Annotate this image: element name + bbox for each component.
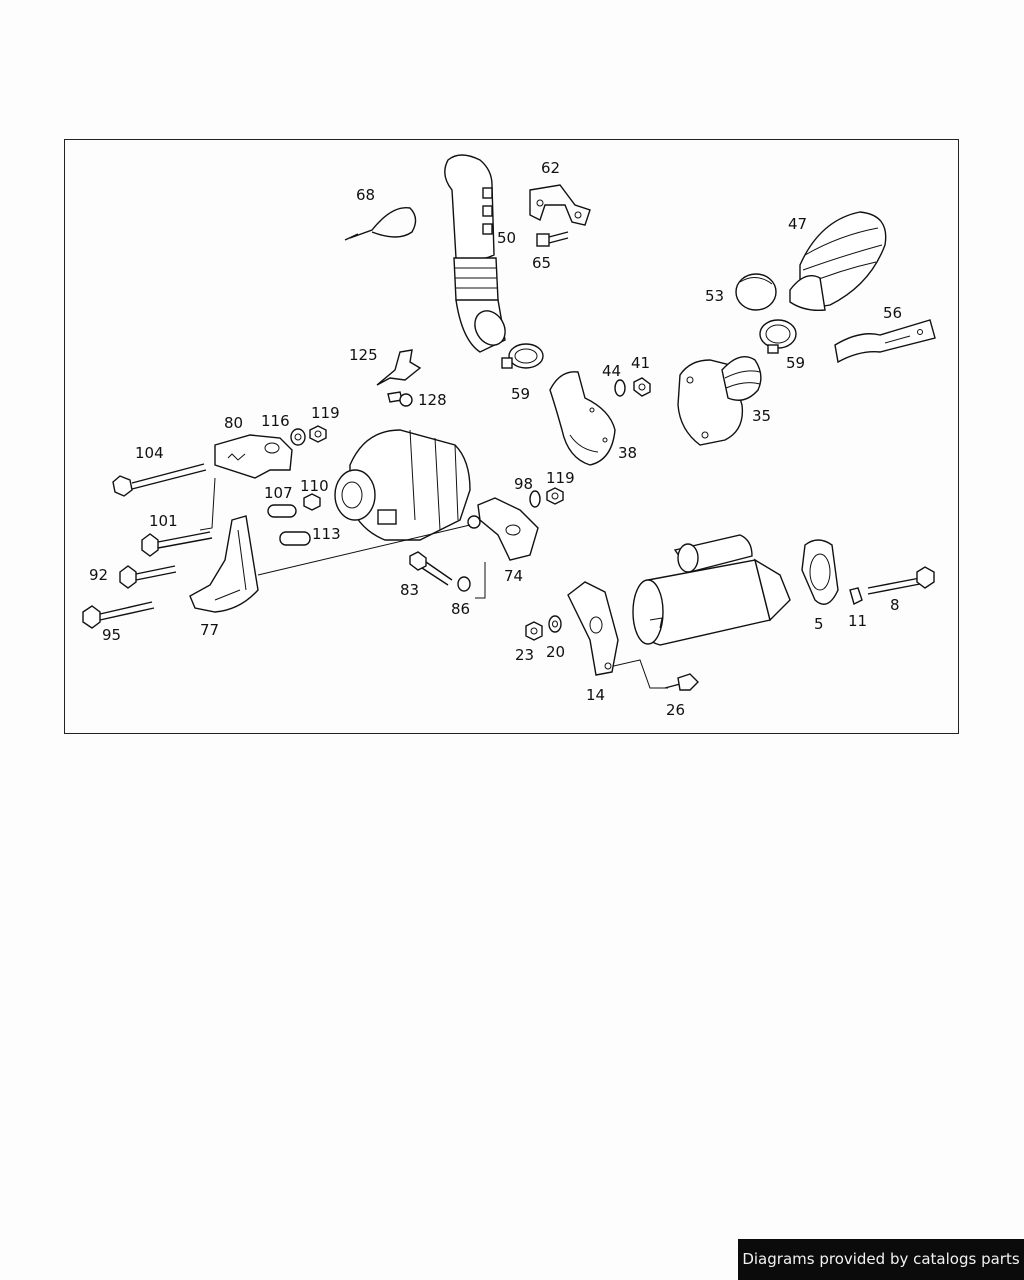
part-98-washer[interactable]: [529, 490, 541, 508]
part-74-mount[interactable]: [467, 497, 539, 561]
label-26: 26: [666, 701, 685, 719]
label-41: 41: [631, 354, 650, 372]
parts-diagram-frame: [64, 139, 959, 734]
part-8-bolt[interactable]: [867, 566, 935, 595]
part-56-strap[interactable]: [834, 319, 936, 364]
label-11: 11: [848, 612, 867, 630]
label-62: 62: [541, 159, 560, 177]
label-116: 116: [261, 412, 290, 430]
part-41-nut[interactable]: [633, 377, 651, 397]
part-86-washer[interactable]: [457, 576, 471, 592]
label-125: 125: [349, 346, 378, 364]
part-77-bracket[interactable]: [189, 515, 259, 613]
label-119-lower: 119: [546, 469, 575, 487]
part-26-screw[interactable]: [664, 673, 699, 691]
leader-lines: [199, 477, 668, 689]
part-35-housing[interactable]: [677, 356, 762, 446]
label-14: 14: [586, 686, 605, 704]
part-50-air-duct[interactable]: [444, 154, 511, 353]
label-35: 35: [752, 407, 771, 425]
label-83: 83: [400, 581, 419, 599]
part-65-bolt[interactable]: [536, 231, 569, 247]
part-38-cover[interactable]: [549, 371, 616, 466]
label-77: 77: [200, 621, 219, 639]
label-8: 8: [890, 596, 900, 614]
label-44: 44: [602, 362, 621, 380]
part-47-bellows[interactable]: [789, 211, 887, 312]
part-83-bolt[interactable]: [409, 551, 453, 586]
label-119-upper: 119: [311, 404, 340, 422]
part-14-plate[interactable]: [567, 581, 619, 676]
label-53: 53: [705, 287, 724, 305]
label-98: 98: [514, 475, 533, 493]
alternator[interactable]: [334, 429, 471, 541]
part-59-clamp-upper[interactable]: [759, 319, 797, 354]
label-74: 74: [504, 567, 523, 585]
part-53-cap[interactable]: [735, 273, 777, 311]
part-11-washer[interactable]: [849, 587, 863, 606]
label-113: 113: [312, 525, 341, 543]
part-44-washer[interactable]: [614, 379, 626, 397]
label-65: 65: [532, 254, 551, 272]
label-101: 101: [149, 512, 178, 530]
label-20: 20: [546, 643, 565, 661]
label-50: 50: [497, 229, 516, 247]
part-116-washer[interactable]: [290, 428, 306, 446]
part-80-bracket[interactable]: [214, 434, 293, 479]
part-5-gasket[interactable]: [801, 539, 839, 605]
callout-labels: 68 62 50 65 47 53 56 59 59 125 128 44 41…: [89, 159, 902, 719]
part-119-nut-lower[interactable]: [546, 487, 564, 505]
part-110-nut[interactable]: [303, 493, 321, 511]
part-125-bracket[interactable]: [376, 349, 422, 386]
label-92: 92: [89, 566, 108, 584]
label-104: 104: [135, 444, 164, 462]
label-128: 128: [418, 391, 447, 409]
label-56: 56: [883, 304, 902, 322]
part-107-sleeve[interactable]: [267, 504, 297, 518]
part-68-cable-tie[interactable]: [344, 206, 417, 241]
label-107: 107: [264, 484, 293, 502]
part-92-bolt[interactable]: [119, 565, 177, 589]
part-104-bolt[interactable]: [112, 463, 207, 497]
part-20-washer[interactable]: [548, 615, 562, 633]
part-23-nut[interactable]: [525, 621, 543, 641]
label-86: 86: [451, 600, 470, 618]
label-110: 110: [300, 477, 329, 495]
part-95-bolt[interactable]: [82, 601, 155, 629]
label-38: 38: [618, 444, 637, 462]
label-59-lower: 59: [511, 385, 530, 403]
part-62-bracket[interactable]: [529, 184, 591, 226]
starter-motor[interactable]: [632, 534, 791, 646]
label-47: 47: [788, 215, 807, 233]
label-95: 95: [102, 626, 121, 644]
part-59-clamp-lower[interactable]: [501, 343, 544, 369]
label-80: 80: [224, 414, 243, 432]
part-101-bolt[interactable]: [141, 531, 213, 557]
label-68: 68: [356, 186, 375, 204]
part-113-sleeve[interactable]: [279, 531, 311, 546]
footer-banner: Diagrams provided by catalogs parts: [738, 1239, 1024, 1280]
label-5: 5: [814, 615, 824, 633]
label-59-upper: 59: [786, 354, 805, 372]
label-23: 23: [515, 646, 534, 664]
part-119-nut-upper[interactable]: [309, 425, 327, 443]
part-128-bolt[interactable]: [387, 391, 413, 407]
